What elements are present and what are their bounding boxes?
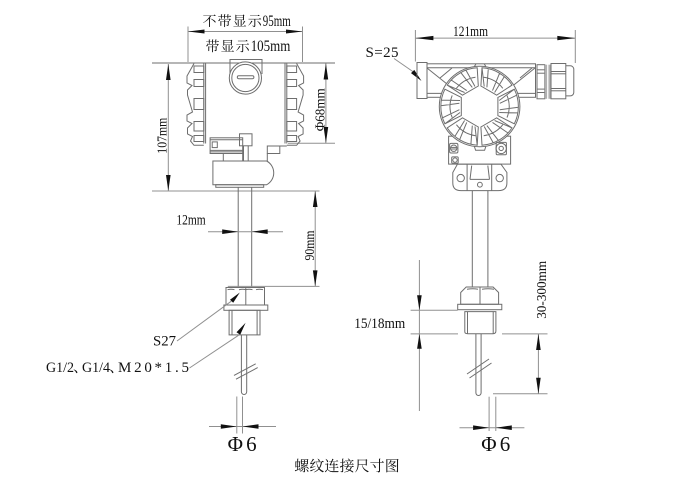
svg-text:Φ68mm: Φ68mm (314, 88, 329, 131)
svg-text:15/18mm: 15/18mm (354, 316, 405, 332)
svg-text:S=25: S=25 (366, 45, 399, 61)
svg-text:S27: S27 (153, 334, 176, 350)
svg-text:G1/4: G1/4 (82, 360, 110, 376)
svg-text:121mm: 121mm (453, 24, 488, 40)
svg-text:90mm: 90mm (303, 230, 318, 260)
svg-text:G1/2: G1/2 (46, 360, 74, 376)
svg-text:107mm: 107mm (155, 118, 170, 154)
svg-text:Φ6: Φ6 (481, 432, 510, 456)
svg-text:30-300mm: 30-300mm (535, 261, 550, 319)
svg-text:105mm: 105mm (251, 38, 291, 55)
svg-text:Φ6: Φ6 (228, 432, 257, 456)
svg-text:12mm: 12mm (176, 213, 206, 229)
svg-text:95mm: 95mm (263, 13, 291, 30)
